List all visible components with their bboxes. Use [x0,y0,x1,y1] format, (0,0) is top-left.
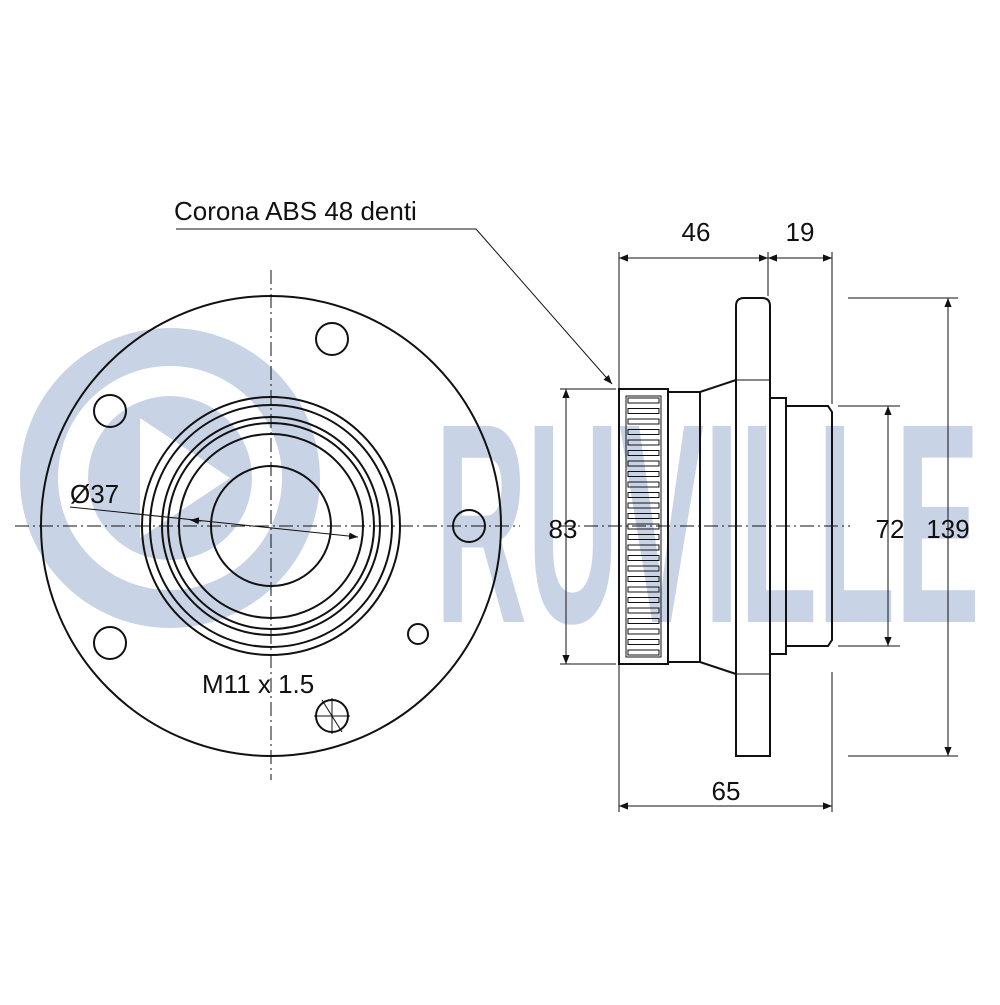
abs-callout-leader [176,228,613,385]
abs-tooth [627,565,660,572]
dim-83: 83 [549,514,578,544]
abs-tooth [627,471,660,477]
hub-ring-4 [167,422,375,630]
abs-tooth [627,534,660,540]
thread-label: M11 x 1.5 [202,669,314,699]
hub-ring-5 [178,433,364,619]
front-view: Ø37 M11 x 1.5 [15,270,520,780]
abs-tooth [627,450,660,456]
abs-tooth [627,429,660,435]
abs-tooth [627,607,660,614]
abs-tooth [627,492,660,498]
abs-tooth [627,628,660,635]
bolt-hole-bottom-left [93,626,127,660]
abs-tooth [627,523,660,530]
diameter-label: Ø37 [70,479,119,509]
abs-tooth [627,618,660,624]
abs-tooth [627,544,660,551]
abs-tooth [627,555,660,561]
side-view: 46 19 65 83 72 139 Corona ABS 48 denti [174,196,970,812]
hub-ring-3 [161,416,381,636]
dim-65: 65 [712,776,741,806]
flange-outline [40,295,502,757]
threaded-hole [314,698,350,734]
abs-tooth [627,460,660,467]
watermark-emblem [20,328,320,628]
abs-tooth [627,639,660,645]
abs-tooth [627,576,660,582]
abs-tooth [627,408,660,414]
abs-tooth [627,397,660,404]
diameter-dimension-line [69,506,359,540]
dim-139: 139 [926,514,969,544]
dim-46: 46 [682,217,711,247]
abs-tooth [627,502,660,509]
bolt-hole-right [452,509,486,543]
abs-tooth [627,597,660,603]
hub-ring-2 [149,404,393,648]
abs-tooth [627,481,660,488]
abs-tooth [627,649,660,656]
abs-tooth [627,513,660,519]
dim-19: 19 [786,217,815,247]
abs-tooth [627,586,660,593]
abs-tooth [627,418,660,425]
hub-outer-ring [141,396,401,656]
abs-ring-inner [625,395,662,658]
dim-72: 72 [876,514,905,544]
flange-profile [735,297,771,757]
bore-circle [210,465,332,587]
abs-ring-body [618,388,669,665]
bolt-hole-top-left [93,394,127,428]
abs-ring-teeth [627,397,660,656]
pilot-profile [785,405,833,647]
abs-tooth [627,439,660,446]
bolt-hole-top-right [315,322,349,356]
abs-callout-label: Corona ABS 48 denti [174,196,417,226]
diameter-arrow-left [189,517,202,525]
locator-hole [407,623,429,645]
